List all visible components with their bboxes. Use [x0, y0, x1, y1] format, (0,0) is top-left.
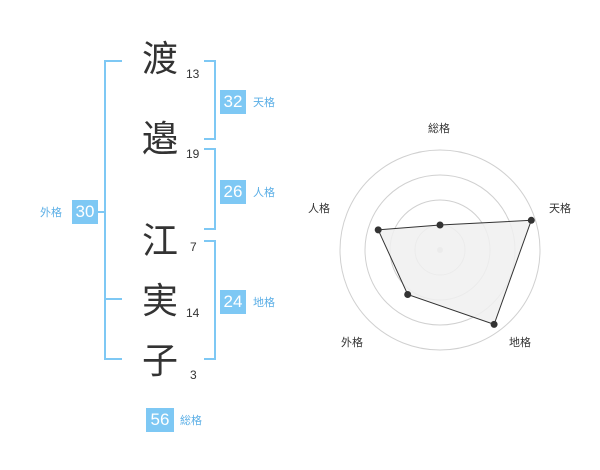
radar-axis-label-soukaku: 総格	[428, 122, 450, 135]
name-char-5: 子	[141, 341, 178, 382]
gaikaku-bracket-tick-mid	[104, 298, 122, 300]
gaikaku-bracket-stub	[98, 211, 106, 213]
gaikaku-label: 外格	[40, 206, 62, 219]
gaikaku-badge: 30	[72, 200, 98, 224]
jinkaku-label: 人格	[253, 186, 275, 199]
tenkaku-bracket	[204, 60, 216, 140]
name-char-1: 渡	[141, 39, 178, 80]
name-char-3: 江	[141, 221, 178, 262]
radar-point-1	[436, 221, 444, 229]
radar-point-2	[527, 216, 535, 224]
radar-axis-label-chikaku: 地格	[509, 336, 531, 349]
stroke-count-5: 3	[190, 368, 197, 382]
name-char-2: 邉	[141, 119, 178, 160]
stroke-count-4: 14	[186, 306, 200, 320]
radar-polygon	[377, 219, 533, 326]
radar-point-3	[490, 320, 498, 328]
stroke-count-3: 7	[190, 240, 197, 254]
radar-point-4	[404, 291, 412, 298]
chikaku-label: 地格	[253, 296, 275, 309]
radar-axis-label-jinkaku: 人格	[308, 202, 330, 215]
radar-point-5	[374, 226, 382, 234]
stroke-count-1: 13	[186, 67, 200, 81]
soukaku-label: 総格	[180, 414, 202, 427]
jinkaku-bracket	[204, 148, 216, 230]
chikaku-badge: 24	[220, 290, 246, 314]
tenkaku-badge: 32	[220, 90, 246, 114]
name-char-4: 実	[141, 281, 178, 322]
stroke-count-2: 19	[186, 147, 200, 161]
soukaku-badge: 56	[146, 408, 174, 432]
radar-ring-4	[339, 149, 541, 351]
radar-axis-label-gaikaku: 外格	[341, 336, 363, 349]
tenkaku-label: 天格	[253, 96, 275, 109]
chikaku-bracket	[204, 240, 216, 360]
gaikaku-bracket	[104, 60, 122, 360]
jinkaku-badge: 26	[220, 180, 246, 204]
radar-axis-label-tenkaku: 天格	[549, 202, 571, 215]
